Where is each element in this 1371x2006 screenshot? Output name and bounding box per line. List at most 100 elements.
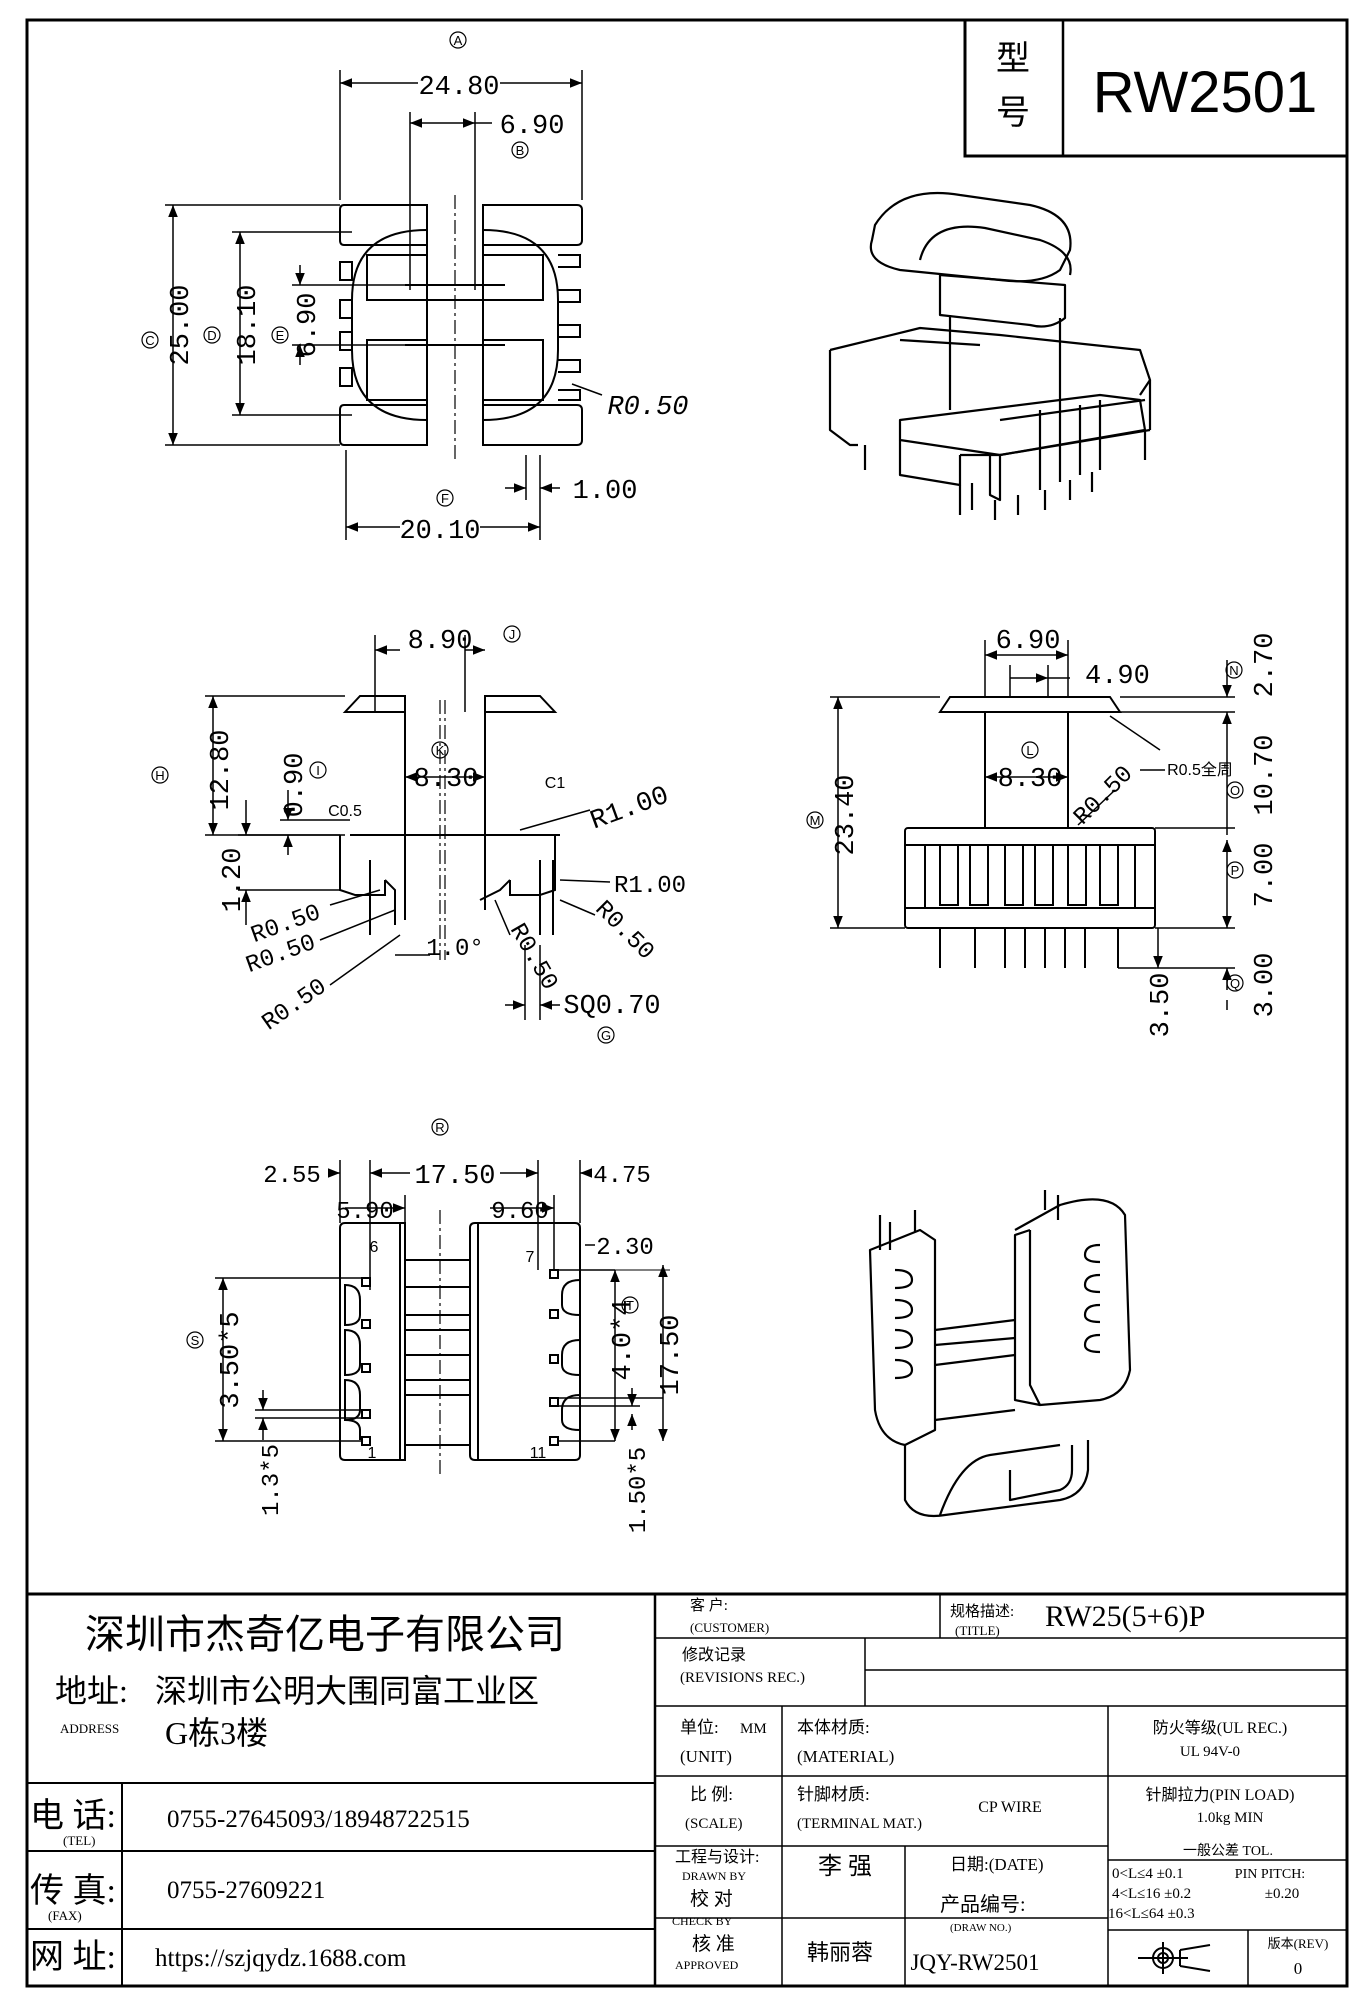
title-block-left: 深圳市杰奇亿电子有限公司 地址: ADDRESS 深圳市公明大围同富工业区 G栋… [30,1612,565,1976]
tel-label: 电 话: [30,1797,116,1835]
approved-value: 韩丽蓉 [807,1940,873,1965]
model-label-top: 型 [996,41,1030,78]
projection-symbol-icon [1138,1942,1211,1974]
fax-value: 0755-27609221 [167,1877,325,1904]
dim-20-10: 20.10 [399,517,480,547]
ul-value: UL 94V-0 [1180,1744,1240,1760]
company-name: 深圳市杰奇亿电子有限公司 [85,1612,565,1657]
terminal-label-en: (TERMINAL MAT.) [797,1816,922,1832]
spec-label-en: (TITLE) [955,1623,1000,1638]
dim-3-50-side: 3.50 [1147,973,1177,1038]
dim-1-3x5: 1.3*5 [259,1444,286,1516]
top-view-labels: 24.80 6.90 25.00 18.10 6.90 R0.50 1.00 2… [167,73,689,547]
marker-e: E [276,328,285,343]
marker-q: Q [1230,976,1240,991]
revisions-label: 修改记录 [682,1646,746,1664]
unit-label: 单位: [680,1718,719,1737]
pin-label-1: 1 [368,1445,377,1462]
terminal-label: 针脚材质: [797,1785,870,1804]
marker-m: M [810,813,821,828]
rev-label: 版本(REV) [1268,1936,1329,1951]
front-view-dimensions [205,635,611,1020]
fax-label-en: (FAX) [48,1908,82,1923]
marker-r: R [435,1120,444,1135]
pin-label-6: 6 [370,1239,379,1256]
marker-t: T [626,1298,634,1313]
dim-1-20: 1.20 [219,848,249,913]
marker-j: J [509,627,516,642]
check-label: 校 对 [690,1888,733,1910]
approved-label: 核 准 [692,1933,735,1955]
address-label-en: ADDRESS [60,1721,119,1736]
pin-label-7: 7 [526,1249,535,1266]
tol-row-3: 16<L≤64 ±0.3 [1108,1906,1195,1922]
dim-2-30: 2.30 [596,1235,654,1262]
dim-r0-50-top: R0.50 [607,393,688,423]
marker-f: F [441,491,449,506]
marker-i: I [316,763,320,778]
revisions-label-en: (REVISIONS REC.) [680,1670,805,1686]
dim-sq0-70: SQ0.70 [563,992,660,1022]
drawn-label-en: DRAWN BY [682,1869,746,1883]
marker-p: P [1231,863,1240,878]
dim-c1: C1 [545,775,566,792]
dim-3-50x5: 3.50*5 [217,1311,247,1408]
dim-6-90-side: 6.90 [996,627,1061,657]
top-view-dimensions [165,70,603,540]
marker-b: B [516,143,525,158]
dim-12-80: 12.80 [207,729,237,810]
dim-24-80: 24.80 [418,73,499,103]
isometric-view-top [828,191,1152,520]
side-view [904,696,1156,968]
title-block-right: 客 户: (CUSTOMER) 规格描述: (TITLE) RW25(5+6)P… [672,1597,1328,1978]
material-label: 本体材质: [797,1718,870,1737]
drawno-label-en: (DRAW NO.) [950,1922,1012,1934]
tol-row-2: 4<L≤16 ±0.2 [1112,1886,1191,1902]
dim-2-70: 2.70 [1251,633,1281,698]
pin-pitch-label: PIN PITCH: [1235,1867,1305,1882]
dim-2-55: 2.55 [263,1163,321,1190]
web-value: https://szjqydz.1688.com [155,1945,407,1972]
dim-r0-50-5: R0.50 [589,896,659,966]
dim-7-00: 7.00 [1251,843,1281,908]
bottom-view-dimensions [215,1160,670,1442]
dim-9-60: 9.60 [491,1199,549,1226]
address-line2: G栋3楼 [165,1715,268,1751]
scale-label: 比 例: [690,1785,733,1804]
terminal-value: CP WIRE [978,1799,1042,1816]
top-view-markers: A B C D E F [141,31,529,507]
address-label: 地址: [55,1673,128,1709]
pinload-label: 针脚拉力(PIN LOAD) [1146,1786,1295,1804]
marker-n: N [1229,663,1238,678]
dim-4-90: 4.90 [1085,662,1150,692]
dim-3-00: 3.00 [1251,953,1281,1018]
dim-23-40: 23.40 [832,774,862,855]
address-line1: 深圳市公明大围同富工业区 [155,1673,539,1709]
tol-row-1: 0<L≤4 ±0.1 [1112,1866,1184,1882]
rev-value: 0 [1294,1959,1303,1978]
fax-label: 传 真: [30,1872,116,1910]
dim-8-30-front: 8.30 [414,765,479,795]
pinload-value: 1.0kg MIN [1197,1810,1264,1826]
pin-pitch-value: ±0.20 [1265,1886,1299,1902]
marker-l: L [1026,743,1033,758]
spec-label: 规格描述: [950,1603,1014,1620]
bottom-view-labels: 2.55 17.50 4.75 5.90 9.60 2.30 3.50*5 4.… [217,1162,687,1533]
dim-6-90-b: 6.90 [500,112,565,142]
dim-r0-50-side: R0.50 [1069,761,1139,831]
tol-title: 一般公差 TOL. [1183,1843,1273,1859]
side-view-markers: N L M O P Q [806,661,1244,992]
tel-value: 0755-27645093/18948722515 [167,1806,470,1833]
dim-1-00: 1.00 [573,477,638,507]
dim-r0-5-all: R0.5全周 [1167,761,1233,779]
marker-s: S [191,1333,200,1348]
dim-6-90-e: 6.90 [294,293,324,358]
dim-17-50-side: 17.50 [657,1314,687,1395]
dim-0-90: 0.90 [281,753,311,818]
tel-label-en: (TEL) [63,1833,95,1848]
marker-a: A [454,33,463,48]
drawn-value: 李 强 [818,1853,872,1880]
scale-label-en: (SCALE) [685,1816,743,1832]
marker-h: H [155,768,164,783]
